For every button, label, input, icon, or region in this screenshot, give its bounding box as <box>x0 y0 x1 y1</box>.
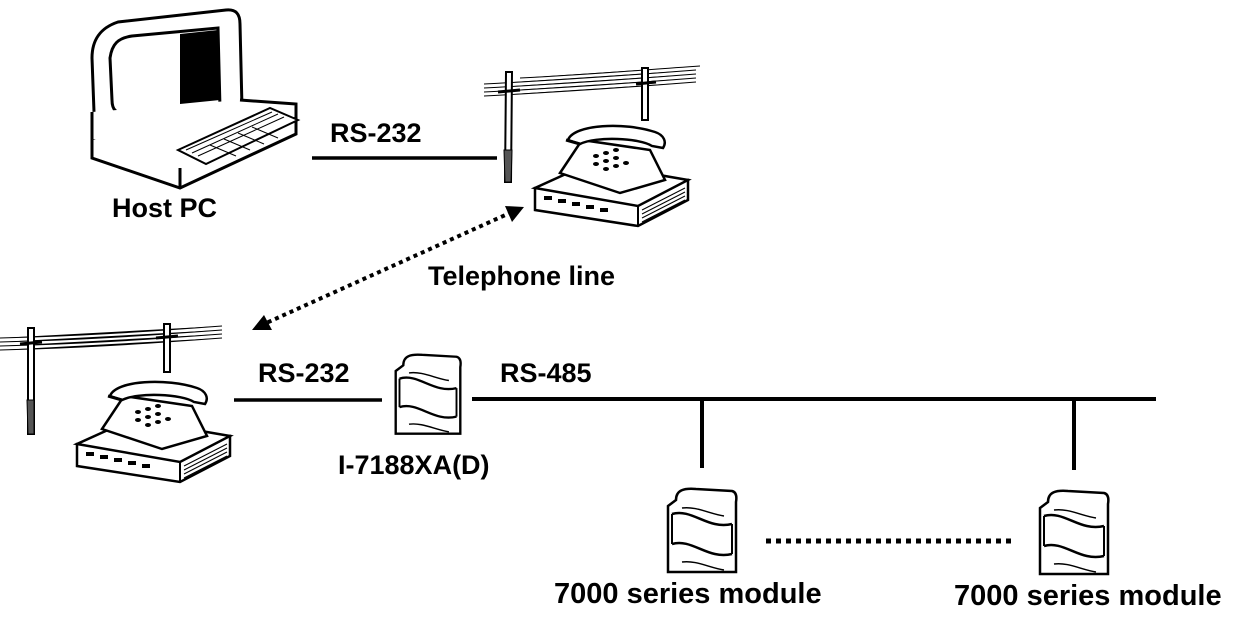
rs232-bottom-label: RS-232 <box>258 360 350 387</box>
host-pc-label: Host PC <box>112 195 217 222</box>
rs485-label: RS-485 <box>500 360 592 387</box>
module-label-2: 7000 series module <box>954 582 1222 611</box>
io-module-icon <box>1040 491 1108 574</box>
desktop-computer-icon <box>92 10 298 188</box>
telephone-modem-icon <box>77 382 230 482</box>
module-label-1: 7000 series module <box>554 580 822 609</box>
i7188-label: I-7188XA(D) <box>338 452 490 479</box>
rs232-top-label: RS-232 <box>330 120 422 147</box>
io-module-icon <box>668 489 736 572</box>
telephone-line-label: Telephone line <box>428 263 615 290</box>
telephone-modem-icon <box>535 126 688 226</box>
i7188-module-icon <box>396 355 461 434</box>
